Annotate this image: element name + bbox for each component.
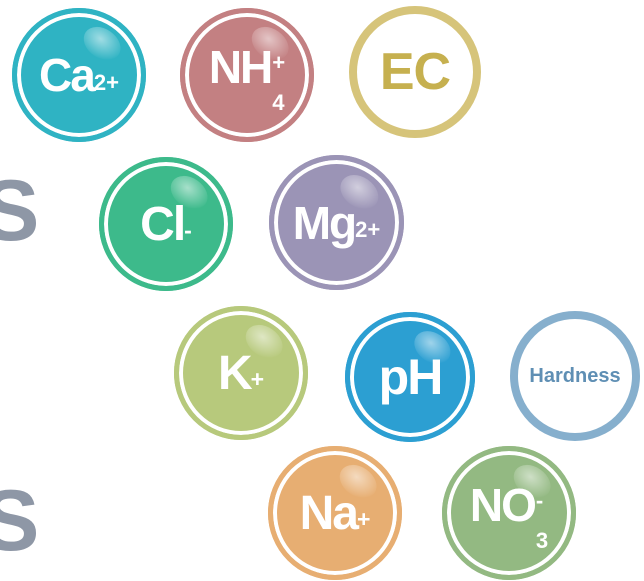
badge-label: K + bbox=[218, 346, 264, 401]
badge-sub-sup: + 4 bbox=[272, 52, 285, 114]
badge-charge: 2+ bbox=[355, 217, 381, 243]
badge-charge: + bbox=[272, 50, 286, 76]
badge-ring bbox=[442, 446, 576, 580]
edge-glyph-bottom: S bbox=[0, 473, 40, 569]
ec-badge: EC bbox=[349, 6, 481, 138]
badge-label: pH bbox=[378, 348, 444, 406]
sodium-badge: Na + bbox=[268, 446, 402, 580]
badge-main-text: Na bbox=[299, 486, 359, 540]
badge-ring bbox=[349, 6, 481, 138]
badge-main-text: Mg bbox=[292, 196, 357, 249]
badge-ring bbox=[180, 8, 314, 142]
badge-charge: + bbox=[356, 506, 371, 533]
badge-charge: + bbox=[250, 366, 265, 393]
badge-ring bbox=[268, 446, 402, 580]
badge-label: NO - 3 bbox=[469, 478, 548, 552]
badge-label: Ca 2+ bbox=[39, 48, 119, 102]
badge-label: NH + 4 bbox=[208, 40, 285, 114]
badge-ring bbox=[99, 157, 233, 291]
hardness-badge: Hardness bbox=[510, 311, 640, 441]
nitrate-badge: NO - 3 bbox=[442, 446, 576, 580]
badge-main-text: K bbox=[217, 346, 253, 400]
badge-sub-sup: - 3 bbox=[536, 490, 548, 552]
badge-main-text: Cl bbox=[140, 197, 186, 251]
ph-badge: pH bbox=[345, 312, 475, 442]
badge-ring bbox=[174, 306, 308, 440]
badge-charge: 2+ bbox=[93, 69, 119, 95]
badge-label: Mg 2+ bbox=[293, 196, 381, 250]
badge-main-text: pH bbox=[378, 349, 444, 405]
badge-label: Na + bbox=[300, 486, 371, 541]
badge-main-text: Hardness bbox=[529, 364, 621, 387]
potassium-badge: K + bbox=[174, 306, 308, 440]
badge-main-text: EC bbox=[379, 43, 451, 101]
badge-ring bbox=[12, 8, 146, 142]
badge-ring bbox=[269, 155, 404, 290]
badge-label: Cl - bbox=[140, 197, 192, 252]
badge-subscript: 4 bbox=[272, 89, 285, 115]
chloride-badge: Cl - bbox=[99, 157, 233, 291]
badge-label: Hardness bbox=[529, 365, 620, 388]
badge-charge: - bbox=[535, 488, 544, 514]
magnesium-badge: Mg 2+ bbox=[269, 155, 404, 290]
badge-ring bbox=[345, 312, 475, 442]
badge-label: EC bbox=[379, 42, 451, 102]
calcium-badge: Ca 2+ bbox=[12, 8, 146, 142]
badge-ring bbox=[510, 311, 640, 441]
badge-main-text: Ca bbox=[39, 49, 96, 101]
badge-main-text: NH bbox=[208, 41, 273, 94]
badge-charge: - bbox=[184, 217, 192, 244]
edge-glyph-top: S bbox=[0, 163, 40, 259]
badge-subscript: 3 bbox=[535, 527, 549, 553]
ammonium-badge: NH + 4 bbox=[180, 8, 314, 142]
badge-main-text: NO bbox=[469, 479, 537, 532]
